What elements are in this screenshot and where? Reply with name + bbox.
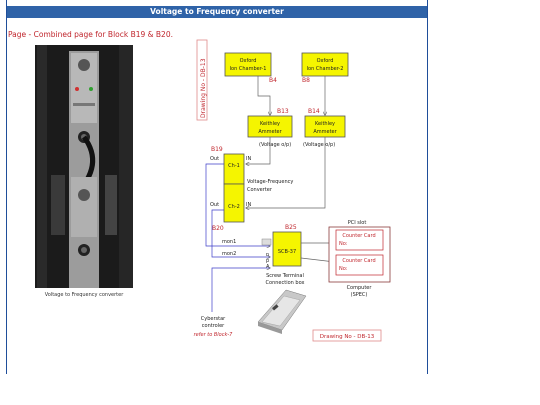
terminal-box-image [257,289,307,334]
ion-chamber-1-code: B4 [269,77,277,84]
drawing-label-box-text: Drawing No - DB-13 [320,334,375,340]
vfc-ch2-box [223,183,245,223]
ion-chamber-1-line1: Oxford [240,58,257,64]
cyberstar-line2: controler [202,323,225,329]
voltage-op-1: (Voltage o/p) [259,142,291,148]
vfc-out1: Out [210,156,219,162]
counter-card-1-label: Counter Card [342,233,375,239]
wire-ammeter2-ch2 [246,137,326,208]
page-title: Voltage to Frequency converter [7,6,427,18]
vfc-code-top: B19 [211,146,223,153]
wire-out1-mon1 [205,163,270,246]
counter-card-2-no: No: [339,266,348,272]
computer-line1: Computer [347,285,373,291]
pci-label: PCI slot [348,220,367,226]
page-frame: Voltage to Frequency converter [6,0,428,374]
photo-caption: Voltage to Frequency converter [44,292,124,298]
scb-pin-n: n [266,252,269,258]
refer-block-7: refer to Block-7 [194,332,234,338]
wire-out2-mon2 [211,209,270,257]
ion-chamber-2-code: B8 [302,77,310,84]
scb-box [272,231,302,267]
mon1-label: mon1 [222,239,236,245]
mon2-label: mon2 [222,251,236,257]
ion-chamber-1-box [224,52,272,77]
scb-pin-a: A [266,264,270,270]
connector-ion1-ammeter1 [257,76,270,115]
vfc-ch1-label: Ch-1 [228,163,240,169]
screw-line2: Connection box [266,280,305,286]
computer-line2: (SPEC) [351,292,368,298]
vfc-in1: IN [246,156,251,162]
voltage-op-2: (Voltage o/p) [303,142,335,148]
wire-ammeter1-ch1 [246,137,271,164]
vfc-label-line1: Voltage-Frequency [247,179,293,185]
screw-line1: Screw Terminal [266,273,304,279]
cyberstar-line1: Cyberstar [201,316,226,322]
ammeter-2-code: B14 [308,108,320,115]
counter-card-1-no: No: [339,241,348,247]
ion-chamber-2-box [301,52,349,77]
scb-connector [261,238,272,246]
ammeter-1-code: B13 [277,108,289,115]
ammeter-2-line2: Ammeter [313,129,337,135]
vfc-code-bottom: B20 [212,225,224,232]
drawing-label-box [312,329,382,342]
ion-chamber-2-line2: Ion Chamber-2 [307,66,344,72]
wire-cyberstar-scb [211,268,270,312]
vfc-in2: IN [246,202,251,208]
page-heading: Page - Combined page for Block B19 & B20… [8,30,173,39]
drawing-label-vertical: Drawing No - DB-13 [200,58,207,118]
ammeter-1-line1: Keithley [260,121,280,127]
vfc-out2: Out [210,202,219,208]
counter-card-2-label: Counter Card [342,258,375,264]
ion-chamber-2-line1: Oxford [317,58,334,64]
vfc-label-line2: Converter [247,187,273,193]
ammeter-2-line1: Keithley [315,121,335,127]
counter-card-2 [335,254,384,276]
vfc-ch2-label: Ch-2 [228,204,240,210]
scb-label: SCB-37 [278,249,296,255]
vfc-ch1-box [223,153,245,185]
counter-card-1 [335,229,384,251]
converter-photo [35,45,133,288]
scb-pin-p: p [266,258,269,264]
ammeter-1-line2: Ammeter [258,129,282,135]
scb-code: B25 [285,224,297,231]
ion-chamber-1-line2: Ion Chamber-1 [230,66,267,72]
drawing-label-vertical-box [196,39,208,121]
